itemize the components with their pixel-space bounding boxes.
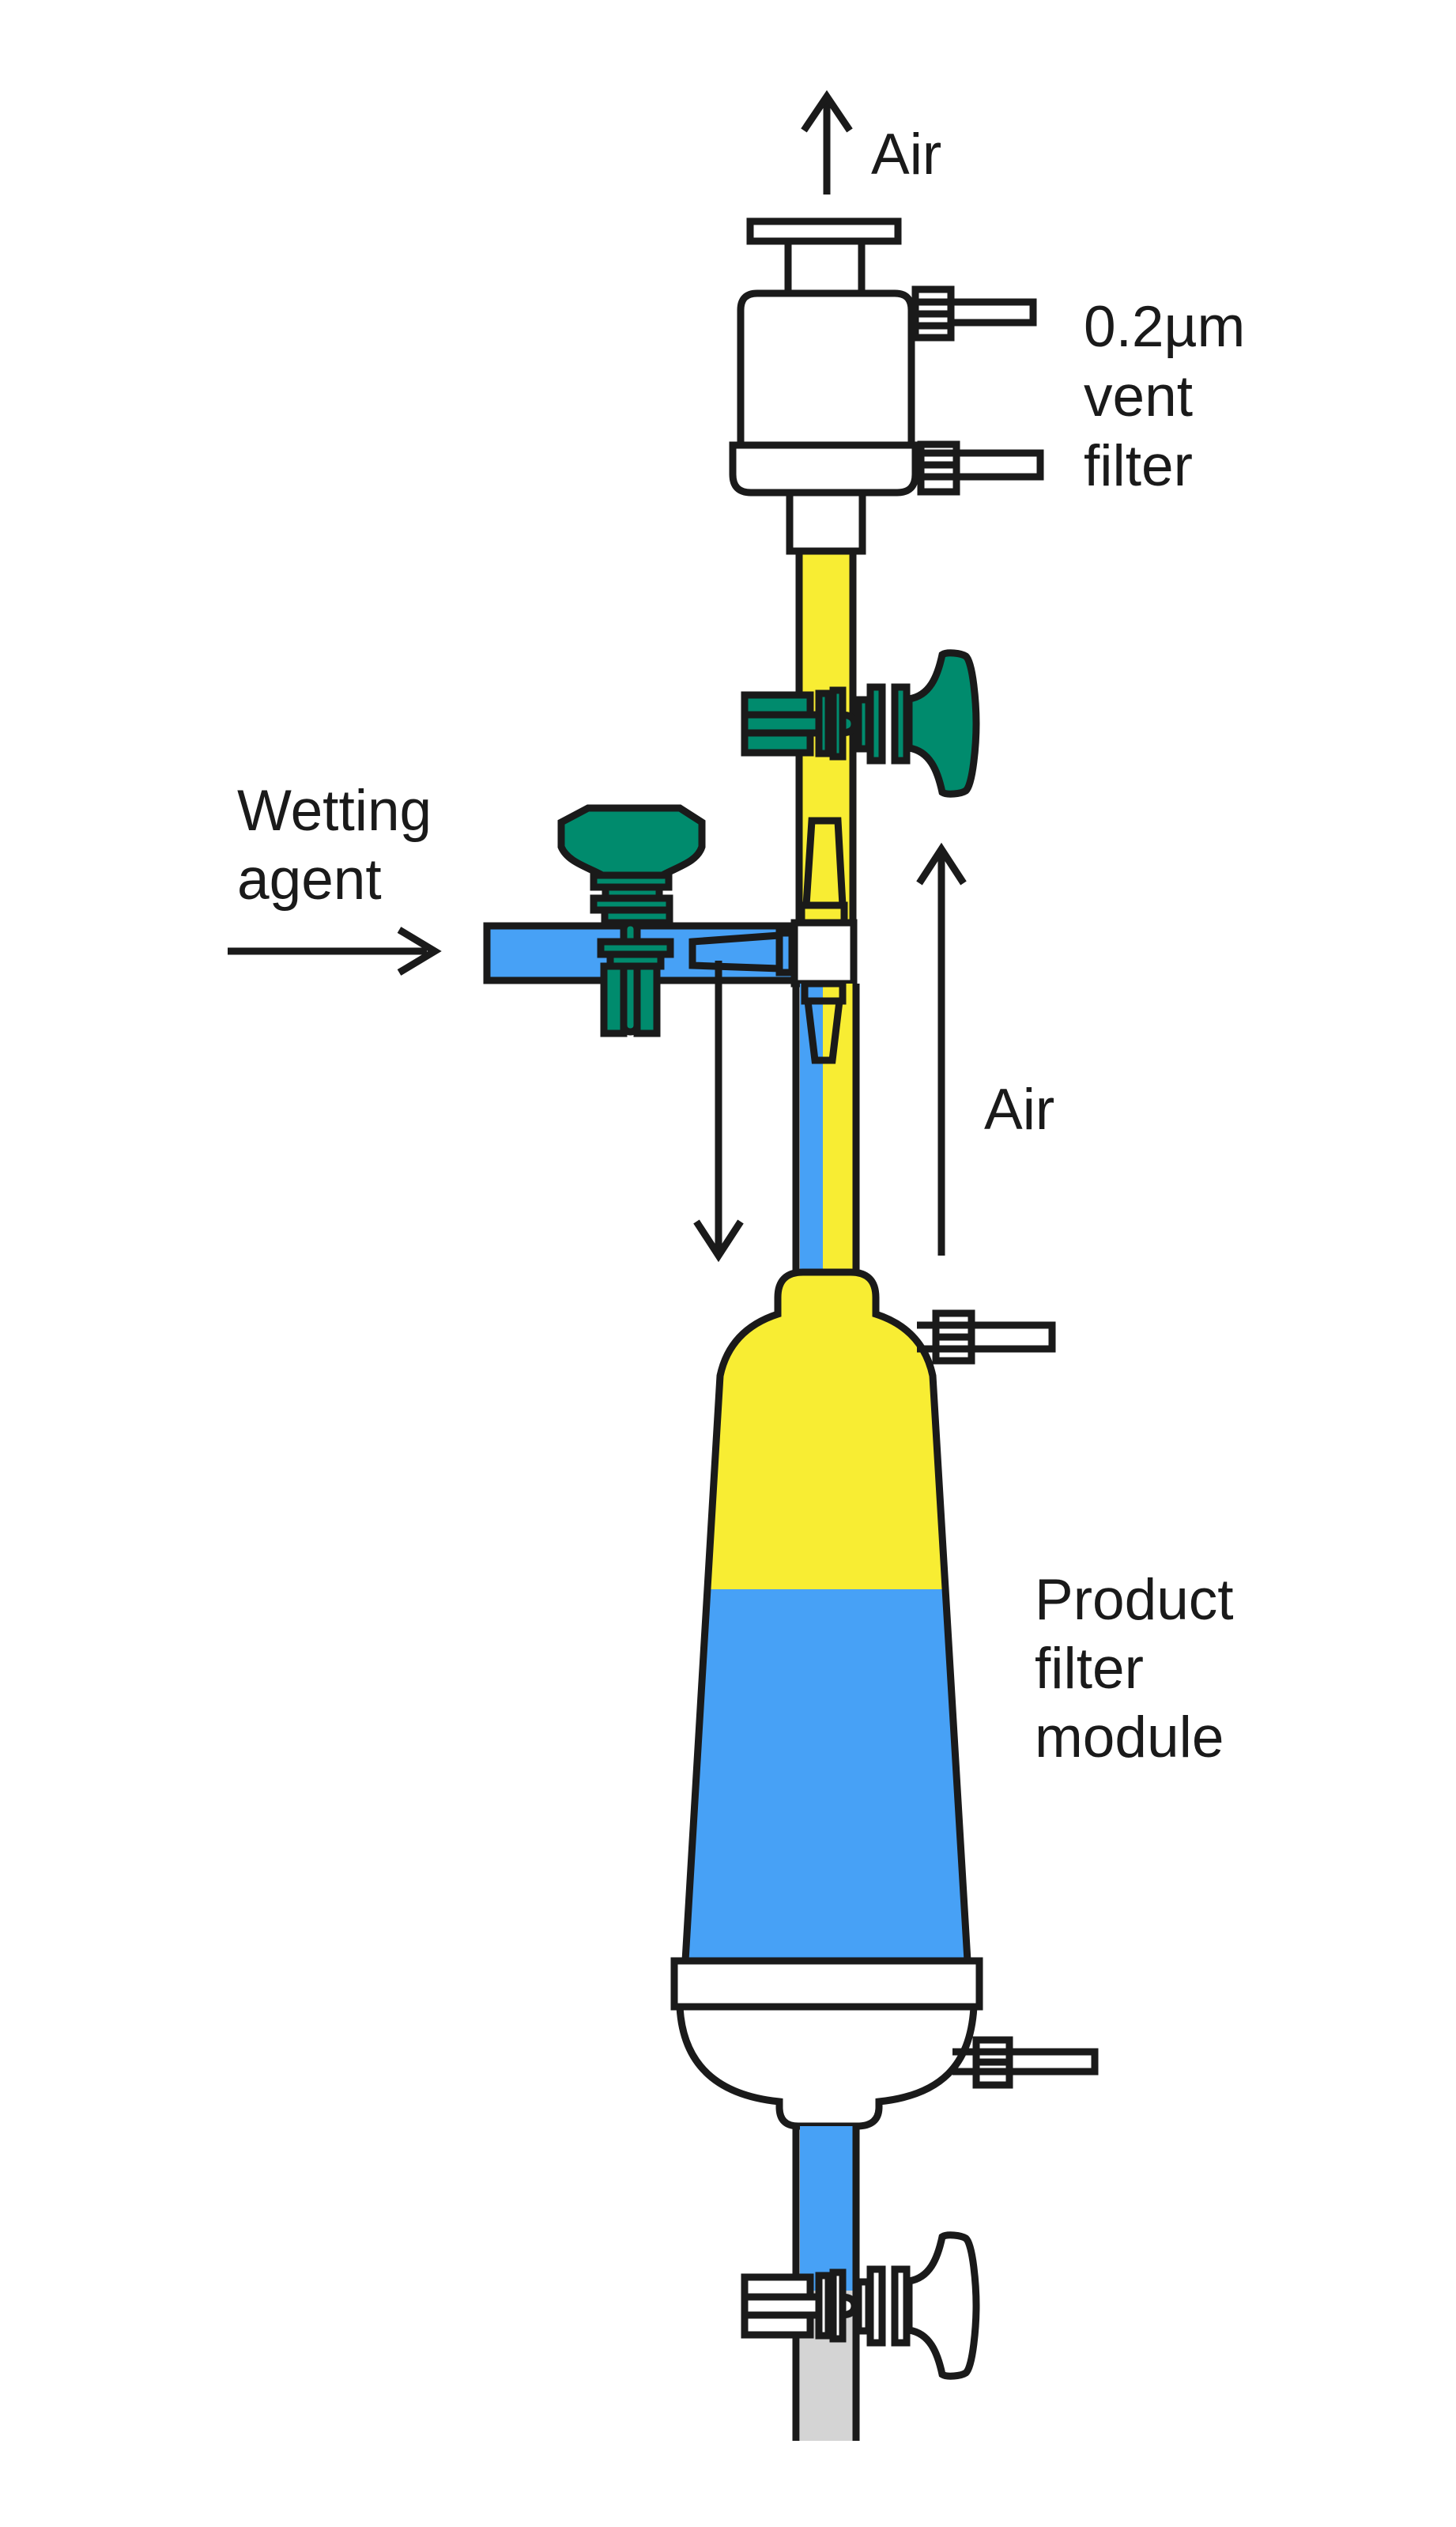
vent-filter-label: 0.2µm vent filter [1084, 295, 1245, 498]
vent-filter-label-line1: 0.2µm [1084, 295, 1245, 359]
luer-collar-lower-blue [805, 984, 823, 1001]
valve-base [601, 906, 673, 927]
valve-leg-left [600, 962, 628, 1037]
vent-filter-barb-upper [911, 285, 1037, 342]
valve-leg-right [633, 962, 661, 1037]
wetting-agent-label-line2: agent [237, 848, 382, 912]
wetting-agent-label-line1: Wetting [237, 779, 432, 843]
air-out-indicator: Air [801, 89, 941, 195]
product-filter-module: Product filter module [670, 1268, 1234, 2130]
barb-stem [947, 298, 1037, 327]
air-in-label: Air [984, 1078, 1054, 1142]
module-barb-lower [952, 2036, 1099, 2089]
product-filter-label-line3: module [1035, 1705, 1224, 1770]
vent-filter-outlet-neck [786, 489, 866, 555]
vent-filter-label-line2: vent [1084, 365, 1193, 429]
air-out-label: Air [871, 123, 941, 187]
bottle-outline [681, 1268, 971, 1965]
down-arrow-icon [693, 1219, 744, 1263]
pinch-valve-lower [745, 2235, 976, 2376]
luer-taper-upper [802, 817, 847, 909]
valve-handle [557, 804, 706, 879]
barb-stem [968, 1321, 1056, 1353]
outlet-tube-liquid [800, 2126, 853, 2291]
bottle-fill-liquid [685, 1589, 968, 1961]
vent-filter-label-line3: filter [1084, 434, 1193, 498]
vent-filter-top-neck [784, 237, 866, 297]
flow-indicators: Air [693, 842, 1054, 1263]
module-clamp-band [670, 1957, 983, 2011]
vent-filter: 0.2µm vent filter [729, 217, 1245, 555]
luer-collar-lower-yellow [823, 984, 843, 1001]
product-filter-label-line1: Product [1035, 1568, 1234, 1632]
right-arrow-icon [397, 927, 442, 976]
product-filter-label: Product filter module [1035, 1568, 1234, 1770]
vent-filter-barb-lower [917, 440, 1044, 496]
vent-filter-collar [729, 441, 919, 497]
pinch-valve-upper [745, 653, 976, 794]
barb-stem [952, 449, 1044, 481]
luer-taper-lower [803, 997, 844, 1064]
module-barb-upper [917, 1309, 1056, 1365]
product-filter-label-line2: filter [1035, 1637, 1144, 1701]
vent-filter-body [737, 289, 915, 449]
air-up-arrow-icon [916, 842, 967, 886]
junction-connector [790, 919, 858, 988]
module-bottom-bowl [676, 2003, 978, 2130]
up-arrow-icon [801, 89, 853, 133]
barb-stem [1005, 2048, 1099, 2076]
mixed-flow-tube [792, 980, 860, 1272]
wetting-agent-line: Wetting agent [228, 779, 799, 984]
wetting-agent-valve [557, 804, 706, 1037]
